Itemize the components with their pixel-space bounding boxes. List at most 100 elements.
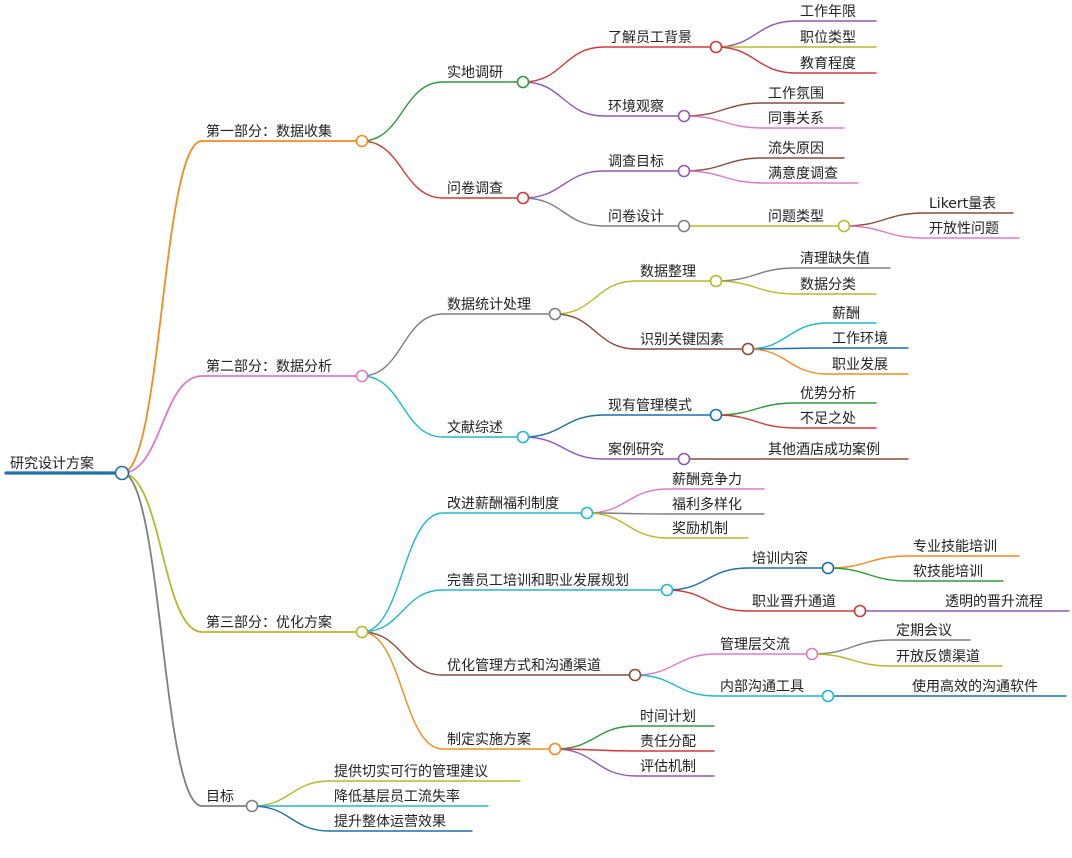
node-label-2.1: 完善员工培训和职业发展规划 [447,573,629,589]
edge-0.1.0 [522,170,605,199]
node-label-0.0.0.1: 职位类型 [800,30,856,46]
edge-0.1.1 [522,197,605,227]
node-dot-root[interactable] [114,465,130,481]
edge-2.2 [361,631,444,676]
node-dot-1.0.0[interactable] [709,274,723,288]
edge-1.0 [361,313,444,377]
edge-2.1.0.0 [827,555,910,569]
node-dot-1[interactable] [355,369,369,383]
node-dot-2.2.0[interactable] [805,647,819,661]
edge-1.1 [361,375,444,438]
node-dot-0.0.0[interactable] [709,40,723,54]
node-label-2.3.2: 评估机制 [640,759,696,775]
edges-layer [121,20,941,832]
node-label-1.0: 数据统计处理 [447,297,531,313]
node-label-2.1.1.0: 透明的晋升流程 [945,594,1043,610]
node-dot-0.1.1.0[interactable] [837,219,851,233]
node-label-2.3.1: 责任分配 [640,734,696,750]
node-dot-2.2[interactable] [628,668,642,682]
node-dot-0.1.1[interactable] [677,219,691,233]
node-dot-1.0.1[interactable] [741,342,755,356]
edge-0.0.1 [522,81,605,117]
node-label-0.1.0.1: 满意度调查 [768,165,838,182]
edge-3.2 [251,805,331,832]
node-label-2.2.1.0: 使用高效的沟通软件 [912,678,1038,695]
node-label-0.1.1.0.1: 开放性问题 [929,221,999,237]
node-label-1.0.0.0: 清理缺失值 [800,251,870,267]
node-label-2.1.0: 培训内容 [752,550,808,567]
node-label-0: 第一部分：数据收集 [206,123,332,140]
edge-1.1.1 [522,436,605,460]
edge-1.1.0 [522,414,605,438]
edge-0.0.1.0 [683,102,765,117]
node-dot-2.1.0[interactable] [821,561,835,575]
node-dot-0.1.0[interactable] [677,164,691,178]
node-label-3.0: 提供切实可行的管理建议 [334,764,488,780]
node-label-0.1.0: 调查目标 [608,154,664,170]
edge-0.1.1.0.1 [843,225,926,239]
node-label-2.3: 制定实施方案 [447,731,531,748]
node-dot-1.1.1[interactable] [677,452,691,466]
edge-0.0.0 [522,46,605,83]
node-dot-1.0[interactable] [548,307,562,321]
edge-0.0.0.2 [715,46,797,74]
node-label-1.1.1.0: 其他酒店成功案例 [768,441,880,458]
node-label-0.1.1: 问卷设计 [608,209,664,225]
edge-1.0.1 [554,313,637,350]
node-dot-2[interactable] [355,625,369,639]
node-label-1: 第二部分：数据分析 [206,358,332,375]
node-label-1.0.1.0: 薪酬 [832,306,860,322]
edge-1.0.1.0 [747,322,829,350]
edge-1.0.0 [554,280,637,315]
node-dot-3[interactable] [245,799,259,813]
node-label-2.1.0.1: 软技能培训 [913,564,983,580]
node-dot-0.0.1[interactable] [677,109,691,123]
node-label-2.1.0.0: 专业技能培训 [913,539,997,555]
node-dot-2.3[interactable] [548,742,562,756]
edge-1.0.0.0 [715,267,797,282]
node-label-0.1.0.0: 流失原因 [768,141,824,157]
node-dot-0.0[interactable] [516,75,530,89]
edge-1.1.0.1 [715,414,797,429]
node-label-0.0.0.0: 工作年限 [800,4,856,20]
node-label-1.1.0.0: 优势分析 [800,386,856,402]
edge-2.1.0 [666,567,749,591]
edge-0.1.0.0 [683,157,765,172]
node-dot-2.1.1[interactable] [853,604,867,618]
edge-2 [121,472,203,633]
node-label-1.0.1.1: 工作环境 [832,331,888,347]
node-label-2.0: 改进薪酬福利制度 [447,496,559,512]
node-label-3.1: 降低基层员工流失率 [334,788,460,805]
edge-2.1.1 [666,589,749,612]
edge-1.0.0.1 [715,280,797,295]
node-dot-2.2.1[interactable] [821,689,835,703]
node-dot-0[interactable] [355,134,369,148]
node-label-2.1.1: 职业晋升通道 [752,594,836,610]
node-label-0.0.1.0: 工作氛围 [768,86,824,102]
node-dot-2.0[interactable] [580,506,594,520]
edge-1.1.0.0 [715,402,797,416]
node-label-2.3.0: 时间计划 [640,709,696,725]
edge-2.2.0 [634,653,717,676]
node-dot-1.1[interactable] [516,430,530,444]
edge-0.0 [361,81,444,142]
node-dot-1.1.0[interactable] [709,408,723,422]
node-label-3: 目标 [206,789,234,805]
node-label-0.1.1.0.0: Likert量表 [929,196,996,212]
edge-3 [121,472,203,807]
node-dot-0.1[interactable] [516,191,530,205]
edge-1 [121,375,203,474]
node-label-2.0.1: 福利多样化 [672,496,742,513]
edge-2.1 [361,589,444,633]
labels-layer: 研究设计方案第一部分：数据收集实地调研了解员工背景工作年限职位类型教育程度环境观… [10,4,1043,830]
dots-layer [114,40,867,813]
node-dot-2.1[interactable] [660,583,674,597]
node-label-1.0.1: 识别关键因素 [640,332,724,348]
node-label-3.2: 提升整体运营效果 [334,814,446,830]
node-label-1.1.1: 案例研究 [608,441,664,458]
edge-2.3 [361,631,444,750]
node-label-2.2.0: 管理层交流 [720,636,790,653]
node-label-0.0.0: 了解员工背景 [608,30,692,46]
node-label-0.0.1: 环境观察 [608,98,664,115]
